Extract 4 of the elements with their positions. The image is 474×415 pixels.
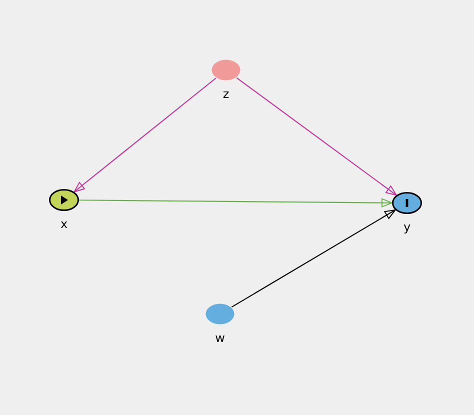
arrow bbox=[231, 209, 396, 308]
arrow bbox=[74, 78, 216, 192]
arrow bbox=[79, 198, 392, 208]
arrow bbox=[236, 77, 397, 196]
